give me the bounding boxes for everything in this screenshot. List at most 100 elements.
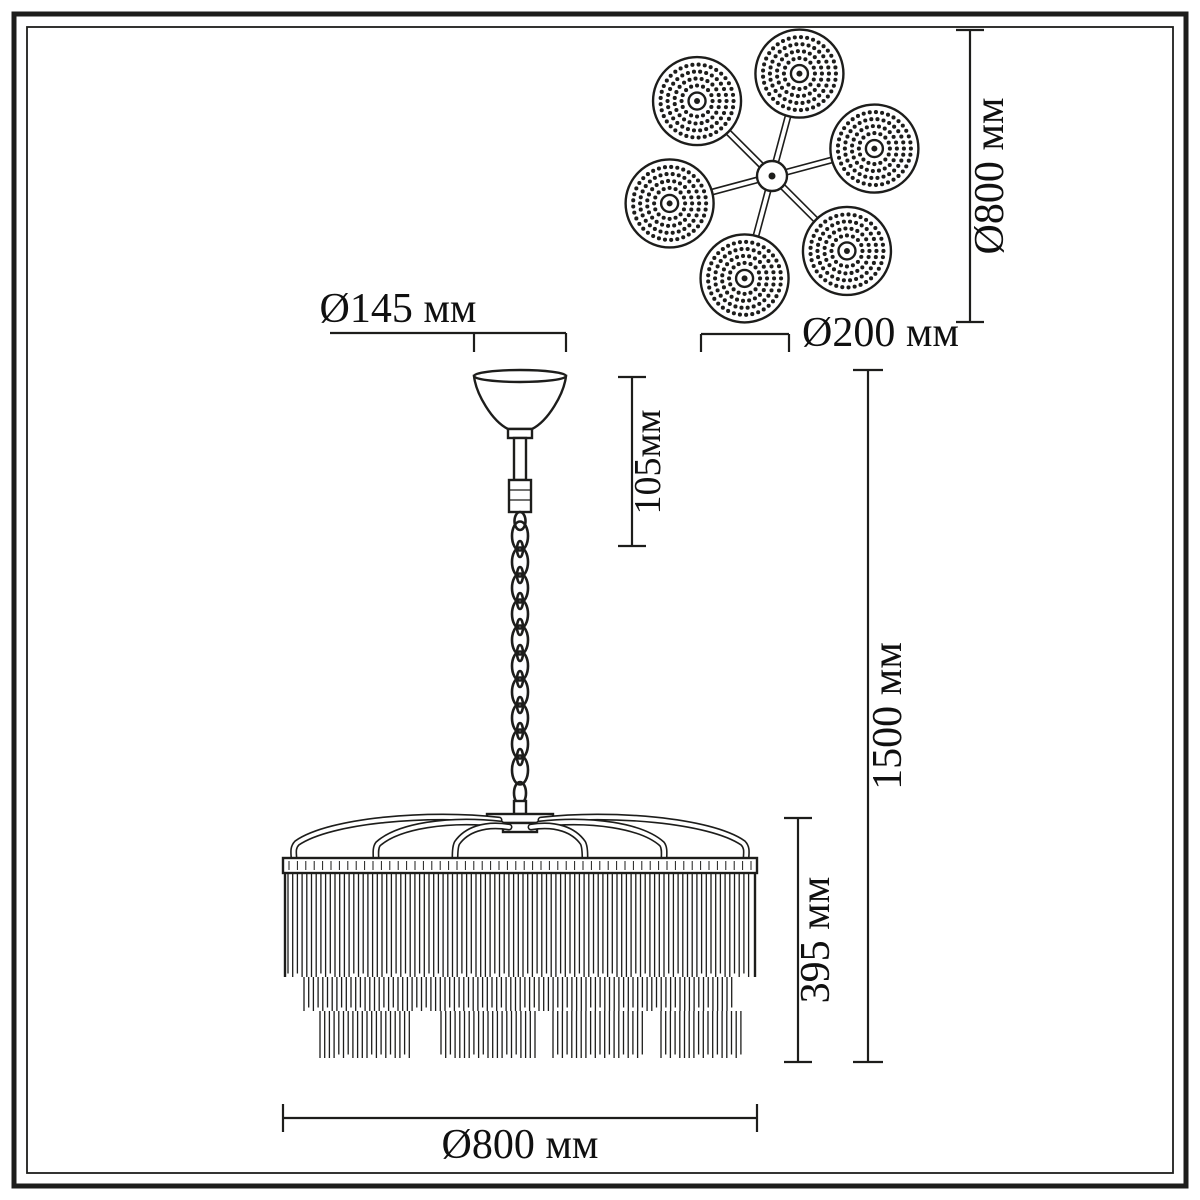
shade-dot (682, 184, 688, 190)
shade-dot (745, 246, 750, 252)
shade-dot (680, 124, 685, 129)
shade-dot (858, 152, 863, 157)
shade-dot (776, 264, 782, 269)
shade-dot (870, 124, 875, 129)
shade-dot (684, 64, 689, 69)
shade-dot (876, 124, 882, 129)
shade-dot (662, 165, 668, 170)
shade-dot (667, 216, 672, 221)
shade-dot (638, 201, 643, 206)
shade-dot (652, 226, 657, 232)
shade-dot (812, 88, 817, 93)
suspension-height-label: 105мм (627, 409, 669, 514)
shade-dot (665, 98, 670, 104)
outer-border (11, 11, 1189, 1189)
shade-dot (668, 110, 673, 116)
shade-dot (886, 140, 891, 145)
shade-dot (666, 105, 671, 110)
shade-dot (721, 86, 727, 92)
shade-dot (765, 276, 770, 281)
chain-link (510, 728, 530, 760)
shade-dot (643, 184, 648, 189)
shade-dot (767, 71, 772, 76)
shade-dot (757, 259, 762, 264)
shade-dot (828, 281, 833, 286)
shade-dot (684, 109, 689, 115)
shade-dot (631, 204, 636, 209)
shade-dot (658, 102, 663, 107)
shade-dot (788, 99, 793, 104)
chain-link (510, 520, 530, 552)
front-view (281, 368, 759, 1058)
shade-dot (843, 152, 848, 157)
shade-dot (811, 77, 816, 82)
shade-dot (664, 78, 669, 83)
shade-dot (744, 312, 749, 317)
shade-dot (780, 104, 786, 109)
shade-dot (689, 207, 694, 212)
shade-dot (871, 236, 876, 242)
shade-dot (699, 121, 704, 126)
shade-dot (829, 248, 834, 254)
shade-dot (697, 201, 702, 206)
shade-dot (659, 89, 664, 94)
shade-dot (869, 221, 874, 226)
shade-dot (773, 88, 778, 94)
shade-dot (866, 254, 871, 260)
frame-arms (290, 813, 750, 864)
lamp-shade (801, 205, 893, 297)
hub-center-dot (768, 172, 776, 180)
shade-dot (714, 120, 719, 126)
shade-dot (816, 242, 821, 247)
shade-dot (869, 276, 874, 281)
shade-dot (797, 56, 802, 61)
shade-dot (723, 105, 728, 110)
shade-dot (819, 77, 824, 82)
shade-dot (896, 173, 901, 179)
shade-dot (729, 111, 734, 116)
shade-dot (864, 226, 869, 232)
shade-dot (731, 265, 736, 270)
shade-dot (908, 140, 913, 145)
shade-dot (805, 35, 810, 40)
shade-dot (669, 164, 674, 170)
shade-dot (661, 187, 666, 192)
shade-dot (761, 74, 766, 79)
shade-dot (857, 120, 862, 126)
shade-dot (704, 127, 709, 132)
shade-dot (849, 270, 854, 276)
body (281, 799, 759, 1058)
shade-dot (715, 264, 720, 269)
shade-dot (840, 212, 845, 217)
shade-dot (839, 161, 844, 166)
shade-dot (731, 241, 736, 246)
shade-dot (689, 195, 694, 200)
shade-dot (681, 167, 686, 172)
shade-dot (850, 117, 855, 122)
shade-dot (694, 83, 700, 88)
shade-dot (784, 53, 789, 58)
shade-dot (807, 91, 812, 96)
shade-dot (645, 230, 650, 235)
shade-dot (757, 292, 762, 297)
shade-dot (851, 137, 856, 142)
canopy-diameter-label: Ø145 мм (320, 286, 477, 332)
shade-dot (861, 111, 866, 116)
shade-dot (841, 278, 846, 283)
shade-dot (776, 80, 781, 85)
shade-dot (866, 160, 871, 165)
shade-dot (850, 234, 855, 239)
shade-dot (825, 94, 830, 99)
shade-dot (830, 223, 835, 228)
shade-dot (818, 223, 823, 228)
frame-arm (527, 822, 589, 864)
shade-dot (855, 268, 860, 273)
body-diameter-label: Ø800 мм (442, 1122, 599, 1168)
shade-dot (816, 255, 821, 260)
shade-dot (891, 115, 896, 120)
shade-dot (899, 134, 904, 139)
shade-dot (640, 189, 645, 194)
shade-dot (811, 65, 816, 70)
shade-dot (770, 253, 776, 258)
shade-dot (677, 221, 683, 226)
